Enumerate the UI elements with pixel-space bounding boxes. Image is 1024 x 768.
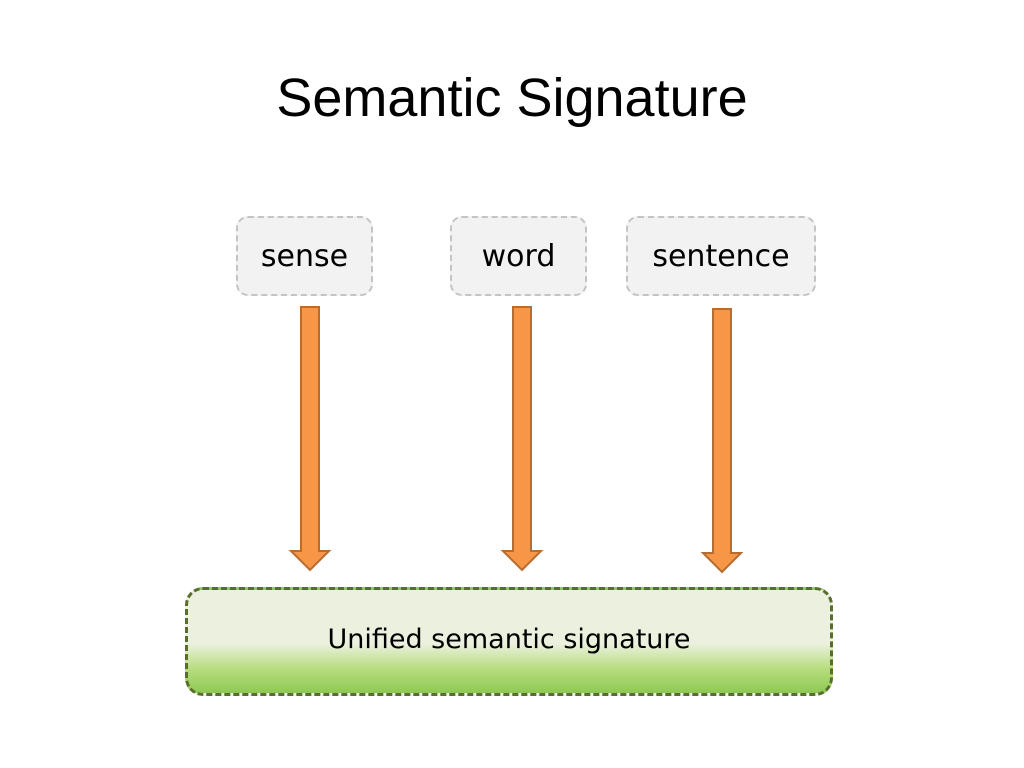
arrow-word-to-signature [500,306,544,572]
source-node-sense: sense [236,216,373,296]
source-node-label: word [481,238,556,274]
slide-title: Semantic Signature [276,68,748,128]
arrow-sense-to-signature [288,306,332,572]
source-node-word: word [450,216,587,296]
unified-signature-label: Unified semantic signature [327,624,691,655]
source-node-label: sentence [652,238,790,274]
unified-signature-box: Unified semantic signature [185,587,833,696]
arrow-sentence-to-signature [700,308,744,574]
source-node-sentence: sentence [626,216,816,296]
source-node-label: sense [260,238,349,274]
